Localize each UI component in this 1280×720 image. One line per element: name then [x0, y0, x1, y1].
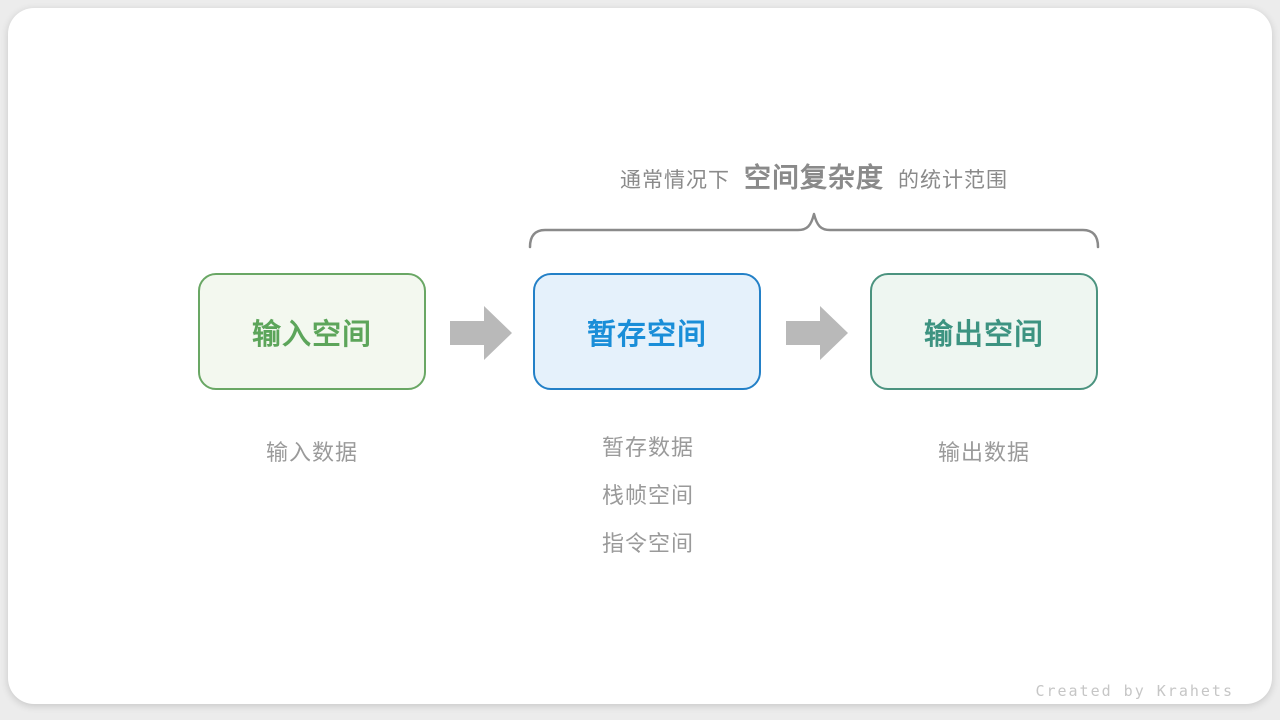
curly-brace-icon: [528, 212, 1100, 249]
output-space-label: 输出空间: [923, 318, 1044, 351]
diagram-card: 通常情况下 空间复杂度 的统计范围 输入空间 暂存空间 输出空间 输入数据: [8, 8, 1272, 704]
arrow-right-icon: [786, 306, 848, 360]
watermark: Created by Krahets: [1035, 682, 1234, 700]
title-prefix: 通常情况下: [620, 169, 730, 192]
instruction-space-note: 指令空间: [601, 531, 695, 556]
input-space-box: 输入空间: [198, 273, 426, 390]
title-highlight: 空间复杂度: [744, 163, 884, 193]
output-data-note: 输出数据: [937, 440, 1031, 465]
arrow-right-icon: [450, 306, 512, 360]
output-space-box: 输出空间: [870, 273, 1098, 390]
temp-data-note: 暂存数据: [601, 435, 695, 460]
temp-space-box: 暂存空间: [533, 273, 761, 390]
input-space-label: 输入空间: [251, 318, 372, 351]
diagram-title-inner: 通常情况下 空间复杂度 的统计范围: [620, 156, 1008, 195]
title-suffix: 的统计范围: [898, 169, 1008, 192]
temp-notes: 暂存数据 栈帧空间 指令空间: [602, 435, 694, 557]
input-data-note: 输入数据: [265, 440, 359, 465]
stack-frame-note: 栈帧空间: [601, 483, 695, 508]
temp-space-label: 暂存空间: [586, 318, 707, 351]
